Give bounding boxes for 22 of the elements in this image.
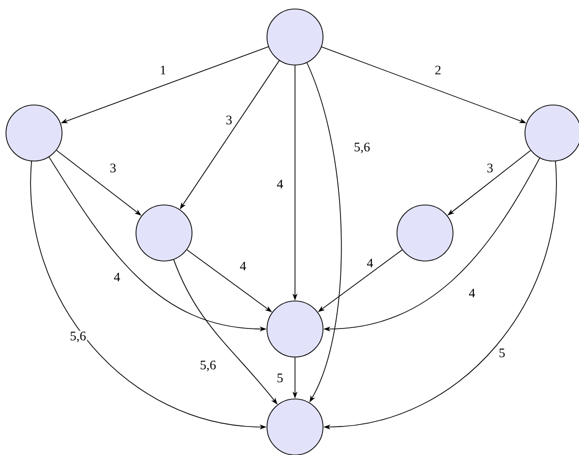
edge-label: 5 <box>498 348 506 358</box>
edge-label: 3 <box>108 162 118 174</box>
edge-label: 5,6 <box>352 142 372 154</box>
edge-label: 4 <box>238 260 248 272</box>
edge-label: 4 <box>112 272 122 282</box>
node-circle <box>396 204 454 262</box>
edge-label: 4 <box>468 288 476 298</box>
edge-label: 3 <box>486 162 494 174</box>
node-circle <box>6 104 62 162</box>
edge-label: 5 <box>276 372 284 384</box>
node-circle <box>266 8 324 66</box>
node-circle <box>266 398 324 455</box>
edge-label: 4 <box>366 258 374 268</box>
edge-label: 3 <box>224 114 234 126</box>
edge-label: 5,6 <box>68 330 88 344</box>
edge-label: 2 <box>434 64 442 76</box>
edge-label: 4 <box>276 178 284 190</box>
node-circle <box>136 204 192 262</box>
edge-label: 5,6 <box>198 360 218 372</box>
edge-label: 1 <box>158 64 168 76</box>
node-circle <box>524 104 579 162</box>
node-circle <box>266 300 324 358</box>
